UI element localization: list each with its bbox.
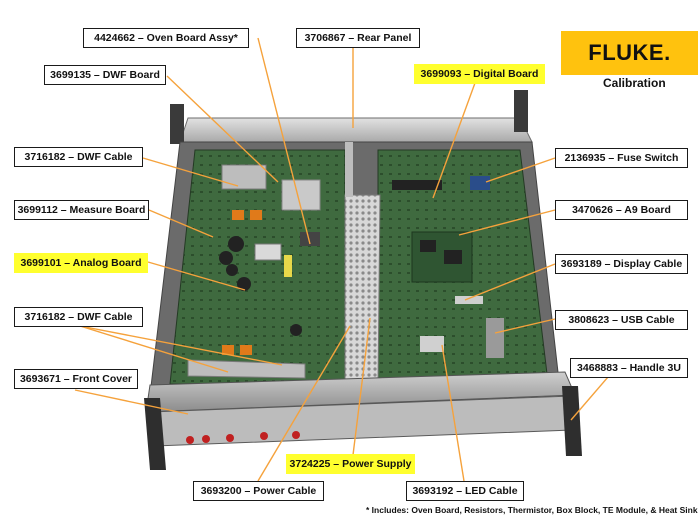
label-dwf-board: 3699135 – DWF Board: [44, 65, 166, 85]
label-rear-panel: 3706867 – Rear Panel: [296, 28, 420, 48]
label-dwf-cable-top: 3716182 – DWF Cable: [14, 147, 143, 167]
fluke-logo-text: FLUKE.: [588, 40, 671, 65]
center-divider: [345, 142, 353, 197]
fluke-logo: FLUKE. Calibration: [561, 31, 698, 90]
label-power-cable: 3693200 – Power Cable: [193, 481, 324, 501]
label-dwf-cable-bottom: 3716182 – DWF Cable: [14, 307, 143, 327]
front-handle-right: [562, 386, 582, 456]
label-digital-board: 3699093 – Digital Board: [414, 64, 545, 84]
rear-handle-right: [514, 90, 528, 132]
leader-lines: [74, 37, 609, 482]
label-display-cable: 3693189 – Display Cable: [555, 254, 688, 274]
dwf-ribbon-top: [221, 164, 267, 190]
label-a9-board: 3470626 – A9 Board: [555, 200, 688, 220]
fluke-logo-subtitle: Calibration: [603, 76, 666, 90]
label-analog-board: 3699101 – Analog Board: [14, 253, 148, 273]
label-fuse-switch: 2136935 – Fuse Switch: [555, 148, 688, 168]
label-front-cover: 3693671 – Front Cover: [14, 369, 138, 389]
label-measure-board: 3699112 – Measure Board: [14, 200, 149, 220]
rear-handle-left: [170, 104, 184, 144]
label-power-supply: 3724225 – Power Supply: [286, 454, 415, 474]
power-supply-shape: [344, 194, 381, 385]
footnote: * Includes: Oven Board, Resistors, Therm…: [366, 505, 698, 515]
label-handle: 3468883 – Handle 3U: [570, 358, 688, 378]
label-usb-cable: 3808623 – USB Cable: [555, 310, 688, 330]
front-handle-left: [144, 398, 166, 470]
label-led-cable: 3693192 – LED Cable: [406, 481, 524, 501]
label-oven-board: 4424662 – Oven Board Assy*: [83, 28, 249, 48]
fluke-logo-box: FLUKE.: [561, 31, 698, 75]
